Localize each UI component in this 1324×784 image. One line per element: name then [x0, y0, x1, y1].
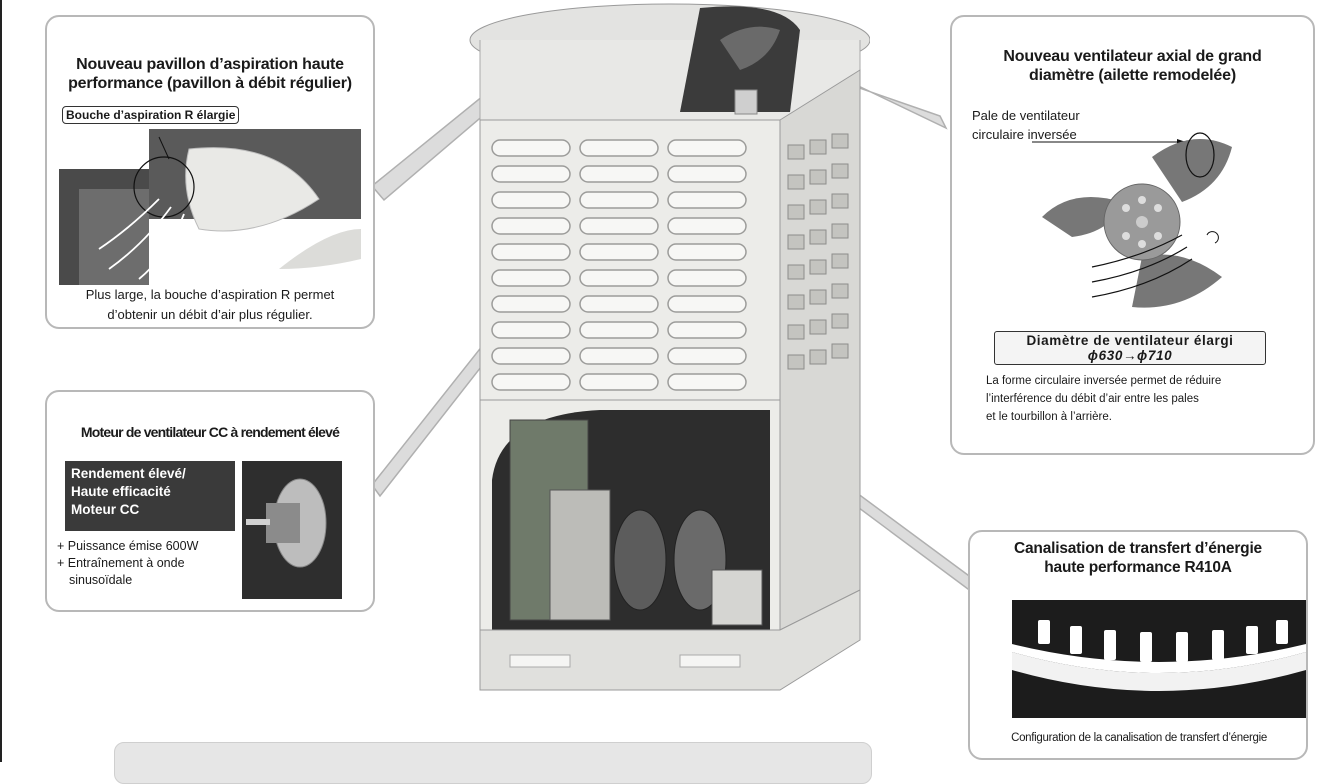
- motor-photo: [242, 461, 342, 599]
- fan-diameter-box: Diamètre de ventilateur élargi ϕ630→ϕ710: [994, 331, 1266, 365]
- front-louvers: [491, 139, 747, 391]
- suction-caption-line1: Plus large, la bouche d’aspiration R per…: [85, 287, 335, 302]
- airflow-arrows: [98, 198, 185, 280]
- bottom-banner: [114, 742, 872, 784]
- suction-caption: Plus large, la bouche d’aspiration R per…: [47, 285, 373, 324]
- pipe-fins: [1038, 620, 1288, 662]
- motor-title: Moteur de ventilateur CC à rendement éle…: [80, 424, 340, 440]
- motor-specs: + Puissance émise 600W + Entraînement à …: [57, 538, 198, 589]
- callout-motor: Moteur de ventilateur CC à rendement éle…: [45, 390, 375, 612]
- fan-title-line1: Nouveau ventilateur axial de grand: [1003, 48, 1262, 65]
- fan-title-line2: diamètre (ailette remodelée): [1029, 67, 1236, 85]
- fan-diameter-line2: ϕ630→ϕ710: [1087, 348, 1173, 363]
- motor-badge-line3: Moteur CC: [71, 502, 140, 518]
- suction-photo: [59, 129, 361, 285]
- fan-title: Nouveau ventilateur axial de grand diamè…: [952, 47, 1313, 85]
- compressor-1: [613, 509, 667, 611]
- motor-badge-line2: Haute efficacité: [71, 484, 171, 500]
- suction-title-line2: performance (pavillon à débit régulier): [68, 75, 352, 93]
- callout-fan: Nouveau ventilateur axial de grand diamè…: [950, 15, 1315, 455]
- blade-shape: [185, 147, 320, 232]
- motor-spec1: + Puissance émise 600W: [57, 539, 199, 553]
- page-edge-line: [0, 0, 2, 762]
- fan-caption-line1: La forme circulaire inversée permet de r…: [986, 375, 1222, 387]
- accumulator: [711, 569, 763, 626]
- side-louvers: [787, 133, 849, 370]
- suction-caption-line2: d’obtenir un débit d’air plus régulier.: [107, 306, 313, 322]
- pipe-title-line1: Canalisation de transfert d’énergie: [1014, 540, 1262, 557]
- suction-tag: Bouche d’aspiration R élargie: [62, 106, 240, 124]
- suction-title-line1: Nouveau pavillon d’aspiration haute: [76, 56, 344, 73]
- fan-diameter-line1: Diamètre de ventilateur élargi: [1026, 333, 1234, 348]
- fan-caption: La forme circulaire inversée permet de r…: [986, 373, 1221, 426]
- fan-airflow-arrows: [1091, 234, 1193, 298]
- fan-caption-line2: l’interférence du débit d’air entre les …: [986, 392, 1199, 405]
- pipe-cross-section-photo: [1012, 600, 1306, 718]
- fan-blade-label-line1: Pale de ventilateur: [972, 108, 1080, 123]
- pipe-title-line2: haute performance R410A: [1044, 558, 1232, 576]
- fan-blade-label: Pale de ventilateur circulaire inversée: [972, 107, 1080, 145]
- motor-badge: Rendement élevé/ Haute efficacité Moteur…: [65, 461, 235, 531]
- pipe-title: Canalisation de transfert d’énergie haut…: [970, 540, 1306, 577]
- motor-badge-line1: Rendement élevé/: [71, 466, 186, 481]
- motor-spec2-line2: sinusoïdale: [69, 572, 133, 587]
- outdoor-unit-illustration: [469, 3, 870, 691]
- pipe-caption: Configuration de la canalisation de tran…: [1011, 732, 1267, 744]
- callout-pipe: Canalisation de transfert d’énergie haut…: [968, 530, 1308, 760]
- fan-caption-line3: et le tourbillon à l’arrière.: [986, 410, 1112, 423]
- callout-suction: Nouveau pavillon d’aspiration haute perf…: [45, 15, 375, 329]
- unit-base: [479, 589, 861, 691]
- suction-title: Nouveau pavillon d’aspiration haute perf…: [47, 55, 373, 93]
- fan-blade-illustration: [1032, 132, 1232, 308]
- fan-blade-label-line2: circulaire inversée: [972, 126, 1077, 142]
- motor-spec2-line1: + Entraînement à onde: [57, 555, 185, 570]
